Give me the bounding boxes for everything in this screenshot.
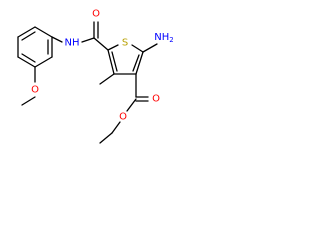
- benzene-ring: [17, 26, 53, 68]
- amine-label: NH2: [154, 32, 173, 45]
- amine-nh: NH: [154, 32, 169, 43]
- amide-oxygen-label: O: [92, 9, 100, 20]
- sulfur-label: S: [122, 38, 128, 49]
- ester-carbonyl-oxygen-label: O: [152, 94, 160, 105]
- molecule-structure: O NH O S NH2 O O: [17, 9, 174, 144]
- amine-subscript: 2: [169, 36, 173, 44]
- ester-oxygen-label: O: [119, 112, 127, 123]
- methoxy-oxygen-label: O: [31, 85, 39, 96]
- thiophene-ring: [107, 44, 144, 75]
- methoxy-group: [21, 66, 36, 106]
- amide-linkage: [51, 21, 109, 51]
- amide-nh-label: NH: [65, 38, 80, 49]
- methyl-bond: [99, 73, 115, 85]
- amine-bond: [142, 43, 158, 53]
- ester-group: [99, 73, 149, 144]
